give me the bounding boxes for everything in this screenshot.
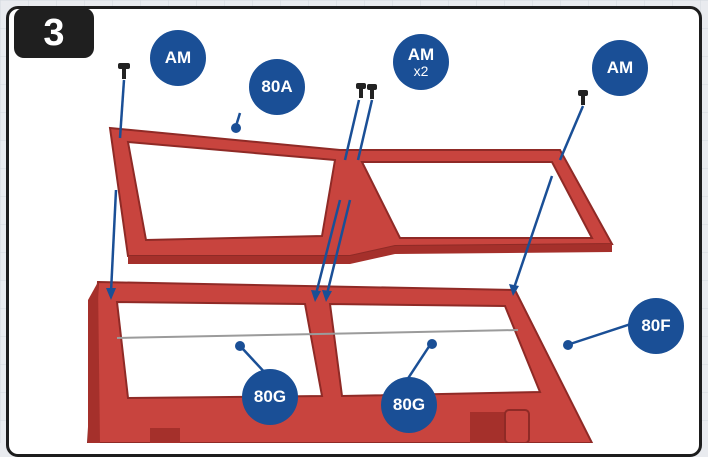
assembly-illustration — [86, 63, 644, 443]
screw-am-right — [578, 90, 588, 105]
step-number: 3 — [14, 8, 94, 58]
callout-am-middle: AM x2 — [393, 34, 449, 90]
callout-dots — [231, 123, 573, 351]
callout-label: AM — [407, 44, 435, 64]
callout-quantity: x2 — [413, 62, 429, 79]
callout-am-left: AM — [150, 30, 206, 86]
callout-label: AM — [606, 58, 634, 78]
screw-am-middle — [356, 83, 377, 99]
frame-80a — [108, 126, 614, 264]
frame-80f — [86, 280, 594, 443]
callout-am-right: AM — [592, 40, 648, 96]
callout-label: 80F — [641, 316, 671, 336]
callout-label: 80G — [253, 387, 287, 407]
callout-80g-left: 80G — [242, 369, 298, 425]
screw-am-left — [118, 63, 130, 79]
callout-label: 80G — [392, 395, 426, 415]
callout-label: AM — [164, 48, 192, 68]
callout-80g-right: 80G — [381, 377, 437, 433]
callout-label: 80A — [261, 77, 293, 97]
callout-80a: 80A — [249, 59, 305, 115]
callout-80f: 80F — [628, 298, 684, 354]
